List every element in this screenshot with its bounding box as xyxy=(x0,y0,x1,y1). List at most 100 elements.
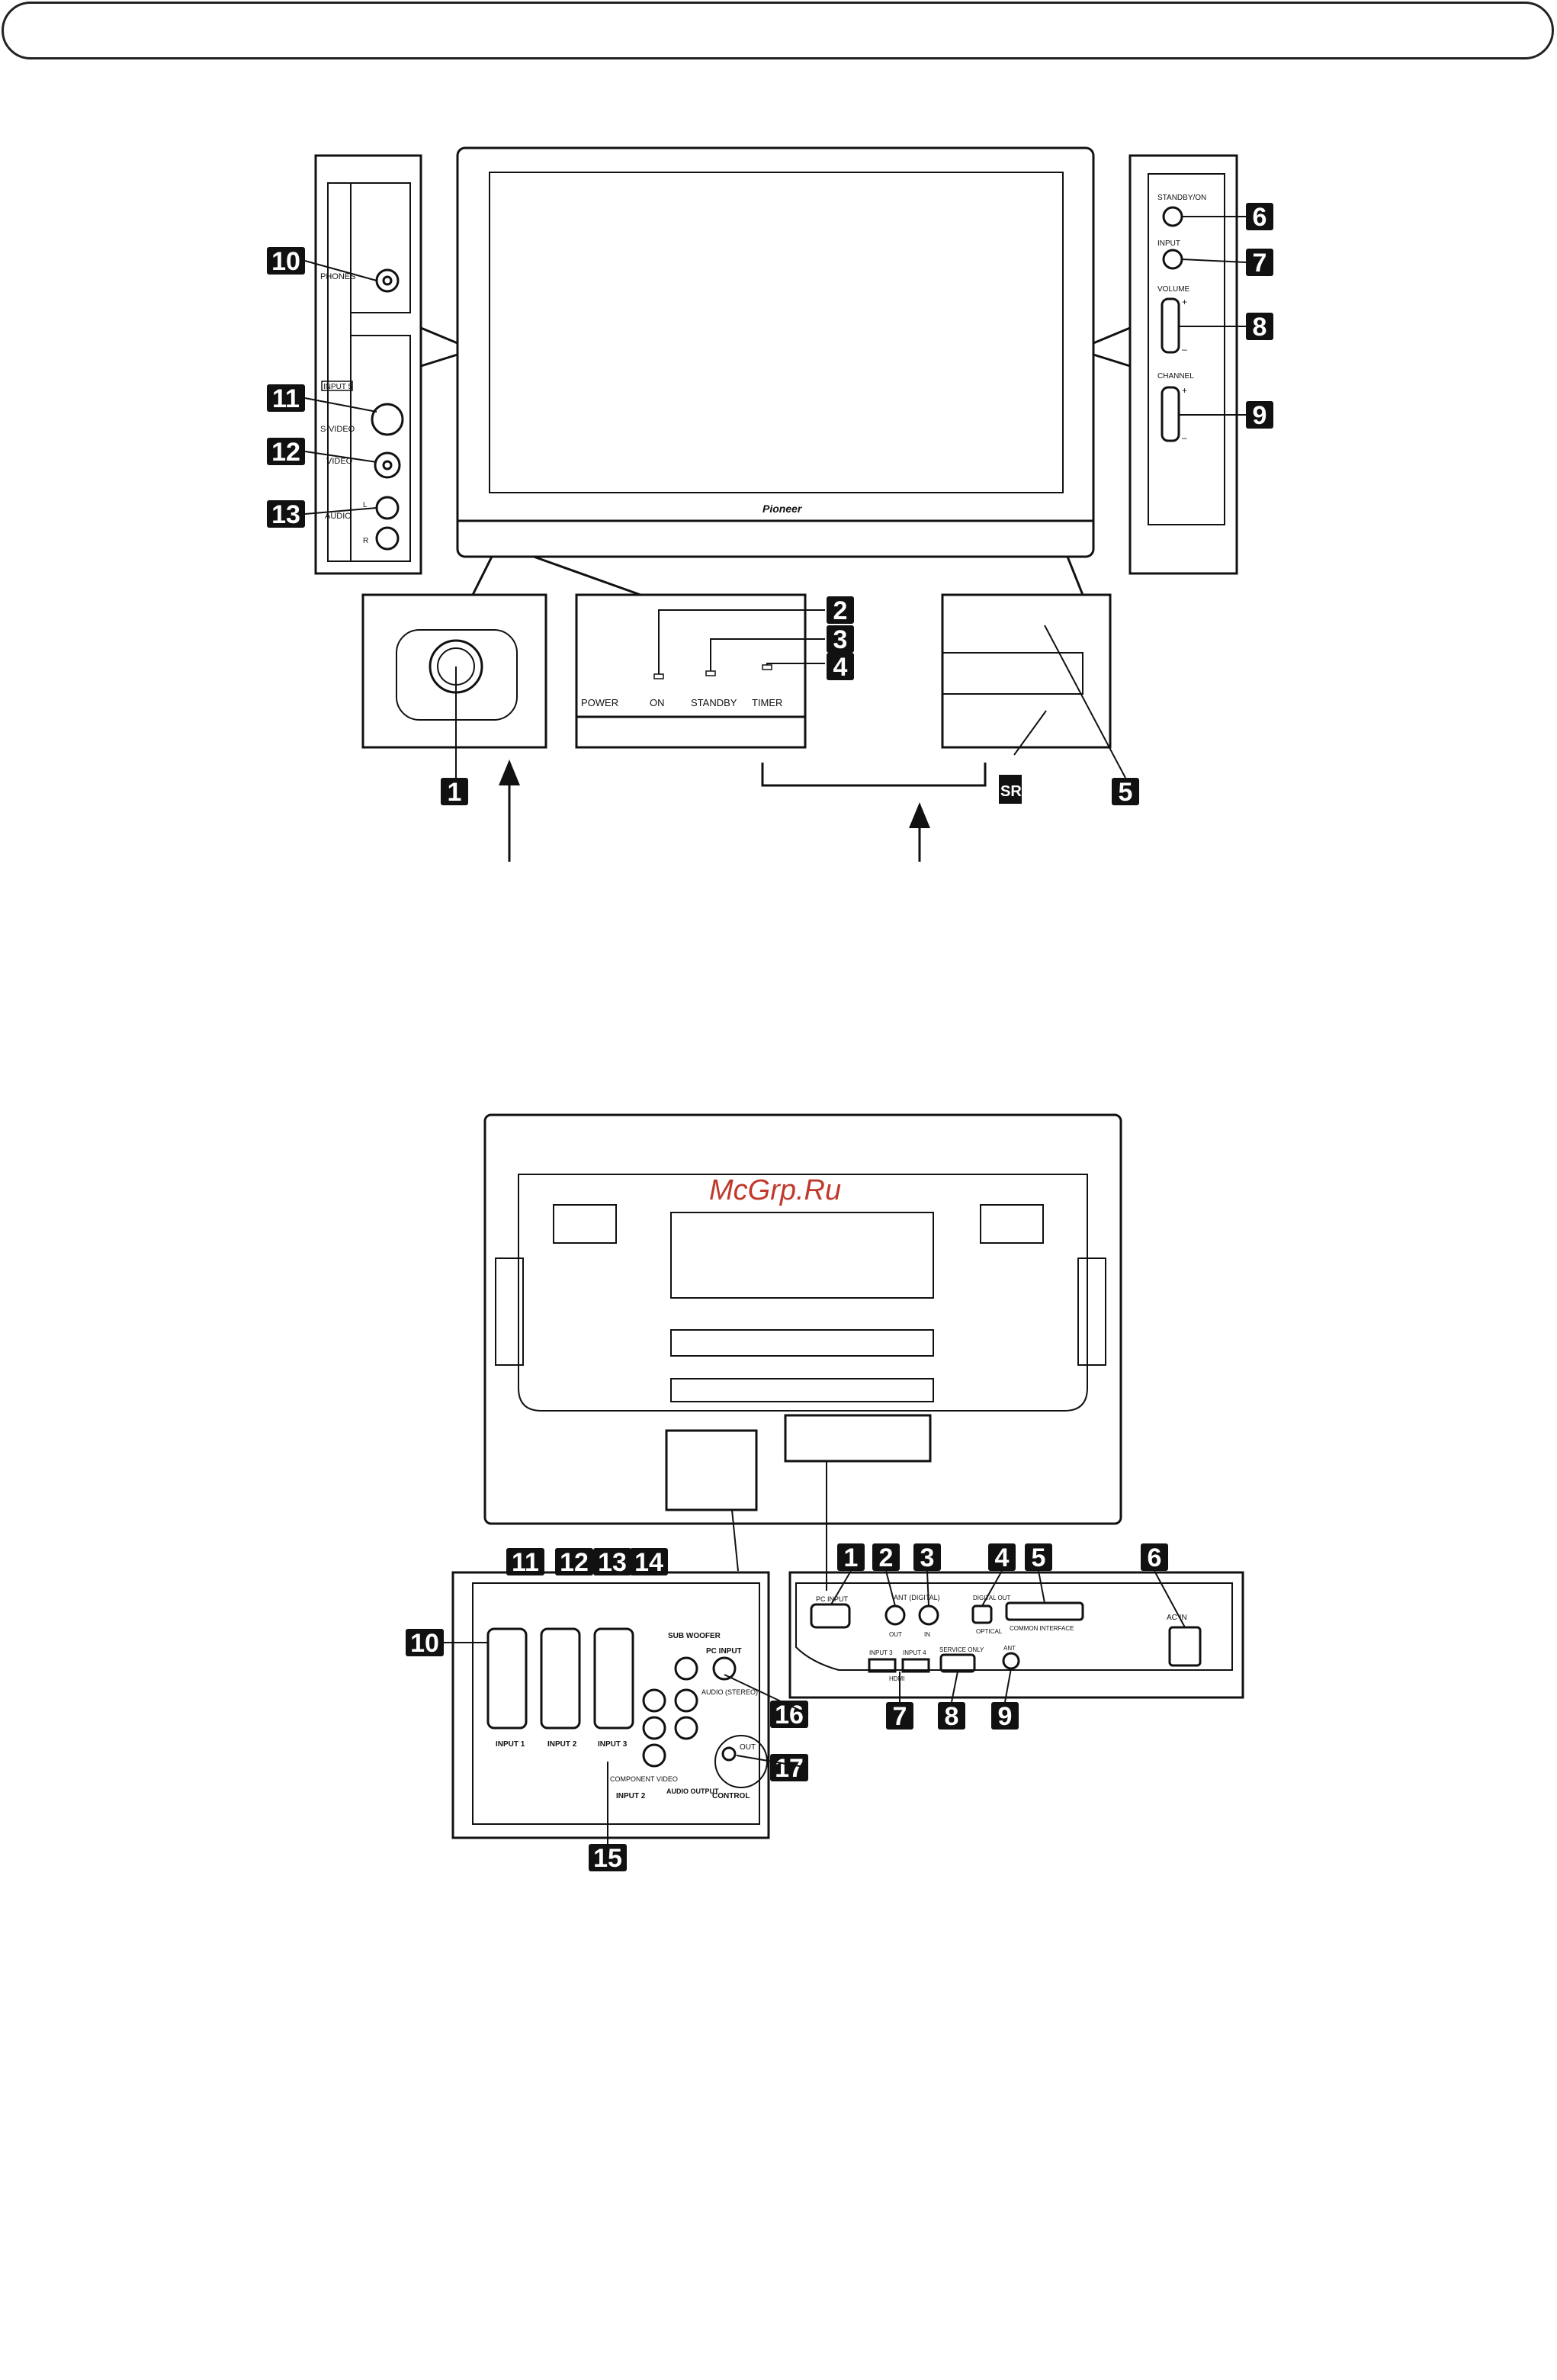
label-ant-in: IN xyxy=(924,1631,930,1638)
ant-jack xyxy=(1002,1652,1020,1670)
rear-vent-low xyxy=(670,1378,934,1402)
scart-input1 xyxy=(486,1627,528,1730)
rear-right-panel xyxy=(788,1571,1244,1699)
sr-label: SR xyxy=(1000,783,1022,800)
callout-box-15 xyxy=(589,1844,627,1871)
rear-handle-left xyxy=(495,1257,524,1366)
callout-13: 13 xyxy=(271,500,300,529)
leader-line xyxy=(724,1674,809,1715)
power-button-detail xyxy=(361,593,547,862)
label-standby-ind: STANDBY xyxy=(691,697,737,708)
callout-2: 2 xyxy=(833,596,848,625)
callout-box-8 xyxy=(938,1702,965,1730)
label-timer: TIMER xyxy=(752,697,782,708)
leader-line xyxy=(830,1570,852,1605)
callout-11: 11 xyxy=(272,384,300,413)
label-vol-minus: – xyxy=(1182,344,1187,355)
callout-15: 15 xyxy=(593,1844,622,1873)
phones-jack xyxy=(375,268,400,293)
label-input3: INPUT 3 xyxy=(598,1740,628,1749)
audio-out-r-jack xyxy=(674,1716,698,1740)
callout-14: 14 xyxy=(634,1548,663,1577)
rear-vent-top xyxy=(670,1212,934,1299)
label-ch-minus: – xyxy=(1182,432,1187,443)
callout-1: 1 xyxy=(448,778,462,807)
rear-right-panel-frame xyxy=(788,1571,1244,1699)
rear-terminal-right xyxy=(784,1414,932,1463)
callout-6: 6 xyxy=(1148,1543,1162,1572)
label-volume: VOLUME xyxy=(1157,285,1190,294)
callout-box-1 xyxy=(441,778,468,805)
brand-logo: Pioneer xyxy=(762,503,803,515)
volume-rocker xyxy=(1161,297,1180,354)
tv-front-screen xyxy=(489,172,1064,493)
rear-vent-mid xyxy=(670,1329,934,1357)
ant-digital-in-jack xyxy=(918,1604,939,1626)
digital-out-optical xyxy=(971,1604,993,1624)
label-input1: INPUT 1 xyxy=(496,1740,525,1749)
callout-box-13 xyxy=(267,500,305,528)
leader-line xyxy=(736,1755,809,1768)
callout-10: 10 xyxy=(410,1629,439,1658)
arrow-up-right xyxy=(909,802,930,828)
common-interface-slot xyxy=(1005,1601,1084,1621)
label-digital-out: DIGITAL OUT xyxy=(973,1595,1010,1601)
callout-6: 6 xyxy=(1253,203,1267,232)
label-on: ON xyxy=(650,697,665,708)
label-power: POWER xyxy=(581,697,618,708)
callout-7: 7 xyxy=(1253,249,1267,278)
label-subwoofer: SUB WOOFER xyxy=(668,1632,721,1640)
label-audio: AUDIO xyxy=(325,512,352,521)
ac-in-socket xyxy=(1168,1626,1202,1667)
indicator-detail-frame xyxy=(575,593,807,749)
subwoofer-jack xyxy=(674,1656,698,1681)
callout-5: 5 xyxy=(1032,1543,1046,1572)
label-rear-input3: INPUT 3 xyxy=(869,1649,893,1656)
pc-audio-jack xyxy=(712,1656,737,1681)
leader-line xyxy=(1004,1668,1012,1703)
label-ch-plus: + xyxy=(1182,385,1187,396)
callout-10: 10 xyxy=(271,247,300,276)
callout-7: 7 xyxy=(893,1702,907,1731)
label-input2-bottom: INPUT 2 xyxy=(616,1792,646,1800)
label-optical: OPTICAL xyxy=(976,1628,1003,1635)
rear-terminal-left xyxy=(665,1429,758,1511)
label-input: INPUT xyxy=(1157,239,1180,248)
callout-box-5 xyxy=(1025,1543,1052,1571)
callout-11: 11 xyxy=(512,1548,539,1577)
callout-12: 12 xyxy=(560,1548,589,1577)
scart-input3 xyxy=(593,1627,634,1730)
label-vol-plus: + xyxy=(1182,297,1187,307)
label-phones: PHONES xyxy=(320,272,355,281)
label-audio-output: AUDIO OUTPUT xyxy=(666,1787,719,1795)
callout-box-2 xyxy=(827,596,854,624)
leader-line xyxy=(304,507,377,515)
standby-led xyxy=(705,670,716,676)
label-control: CONTROL xyxy=(712,1792,750,1800)
callout-8: 8 xyxy=(1253,313,1267,342)
leader-line xyxy=(304,451,377,463)
leader-line xyxy=(304,260,377,281)
label-channel: CHANNEL xyxy=(1157,372,1194,381)
header-bar xyxy=(2,2,1554,59)
callout-17: 17 xyxy=(775,1754,804,1783)
component-pb-jack xyxy=(642,1716,666,1740)
label-service-only: SERVICE ONLY xyxy=(939,1646,984,1653)
label-video: VIDEO xyxy=(326,457,353,466)
tv-rear-frame xyxy=(483,1113,1122,1525)
callout-box-12 xyxy=(267,438,305,465)
callout-box-17 xyxy=(770,1754,808,1781)
sr-badge xyxy=(999,775,1022,804)
leader-line xyxy=(1181,259,1247,263)
callout-13: 13 xyxy=(598,1548,627,1577)
sensor-detail xyxy=(761,593,1126,862)
callout-box-10 xyxy=(406,1629,444,1656)
front-left-panel xyxy=(314,154,422,575)
audio-l-jack xyxy=(375,496,400,520)
component-pr-jack xyxy=(642,1743,666,1768)
callout-box-7 xyxy=(1246,249,1273,276)
callout-2: 2 xyxy=(879,1543,894,1572)
svideo-jack xyxy=(371,403,404,436)
label-common-interface: COMMON INTERFACE xyxy=(1010,1625,1074,1632)
